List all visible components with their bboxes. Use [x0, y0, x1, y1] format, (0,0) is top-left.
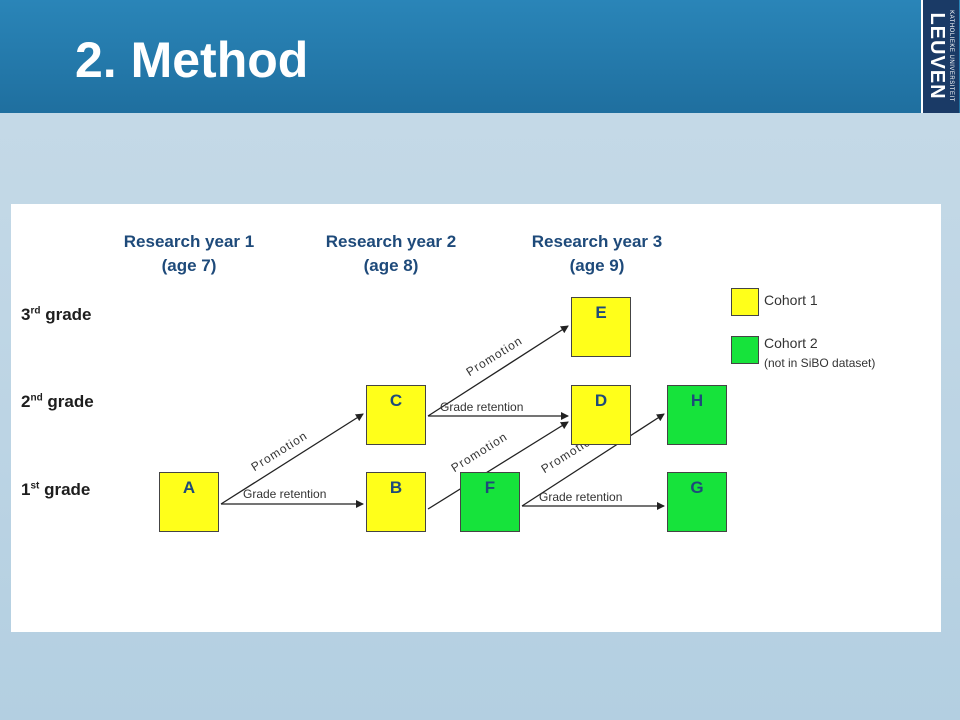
column-header-year-2: Research year 2 (age 8) — [301, 230, 481, 278]
arrow-c-to-e — [427, 325, 569, 417]
arrows-layer — [220, 325, 665, 510]
grade-number: 3 — [21, 305, 31, 324]
grade-label-2: 2nd grade — [21, 392, 94, 412]
legend-note-cohort-2: (not in SiBO dataset) — [764, 356, 876, 370]
legend-label-cohort-2: Cohort 2 — [764, 335, 818, 351]
logo-small-text: KATHOLIEKE UNIVERSITEIT — [948, 10, 954, 102]
legend-swatch-cohort-2 — [731, 336, 759, 364]
slide-title: 2. Method — [75, 32, 309, 88]
box-a: A — [159, 472, 219, 532]
legend-label-cohort-1: Cohort 1 — [764, 292, 818, 308]
column-header-title: Research year 3 — [531, 232, 663, 251]
logo-big-text: LEUVEN — [926, 12, 948, 100]
box-e: E — [571, 297, 631, 357]
box-d: D — [571, 385, 631, 445]
box-h: H — [667, 385, 727, 445]
grade-number: 2 — [21, 392, 31, 411]
arrow-f-to-h — [521, 413, 665, 507]
grade-suffix: nd — [30, 392, 43, 404]
arrow-b-to-d — [427, 421, 569, 510]
grade-text: grade — [42, 392, 94, 411]
column-header-year-3: Research year 3 (age 9) — [507, 230, 687, 278]
column-header-age: (age 7) — [161, 256, 217, 275]
box-c: C — [366, 385, 426, 445]
box-g: G — [667, 472, 727, 532]
label-grade-retention-f-g: Grade retention — [539, 490, 623, 504]
label-grade-retention-c-d: Grade retention — [440, 400, 524, 414]
diagram-panel: Research year 1 (age 7) Research year 2 … — [11, 204, 941, 632]
grade-label-1: 1st grade — [21, 480, 90, 500]
grade-label-3: 3rd grade — [21, 305, 92, 325]
box-b: B — [366, 472, 426, 532]
label-grade-retention-a-b: Grade retention — [243, 487, 327, 501]
grade-suffix: st — [30, 480, 40, 492]
grade-text: grade — [39, 480, 91, 499]
grade-suffix: rd — [30, 305, 41, 317]
grade-text: grade — [40, 305, 92, 324]
legend-swatch-cohort-1 — [731, 288, 759, 316]
box-f: F — [460, 472, 520, 532]
column-header-title: Research year 2 — [325, 232, 457, 251]
column-header-age: (age 8) — [363, 256, 419, 275]
column-header-title: Research year 1 — [123, 232, 255, 251]
grade-number: 1 — [21, 480, 31, 499]
column-header-year-1: Research year 1 (age 7) — [99, 230, 279, 278]
university-logo: KATHOLIEKE UNIVERSITEIT LEUVEN — [921, 0, 959, 113]
arrow-a-to-c — [220, 413, 364, 505]
column-header-age: (age 9) — [569, 256, 625, 275]
header-bar: 2. Method KATHOLIEKE UNIVERSITEIT LEUVEN — [0, 0, 960, 113]
